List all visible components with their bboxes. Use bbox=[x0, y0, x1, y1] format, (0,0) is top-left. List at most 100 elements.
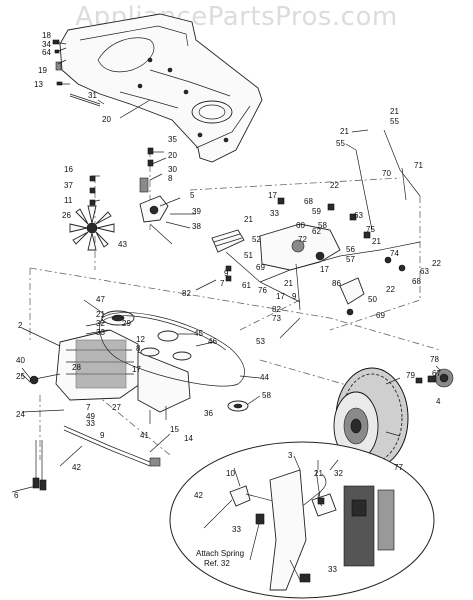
callout-16: 16 bbox=[64, 165, 73, 174]
callout-numbers: 18 34 64 19 13 31 20 35 20 30 8 16 37 11… bbox=[14, 31, 441, 574]
callout-22b: 22 bbox=[432, 259, 441, 268]
callout-37: 37 bbox=[64, 181, 73, 190]
callout-47: 47 bbox=[96, 295, 105, 304]
callout-9: 9 bbox=[292, 292, 297, 301]
callout-56: 56 bbox=[346, 245, 355, 254]
callout-42: 42 bbox=[72, 463, 81, 472]
callout-35: 35 bbox=[168, 135, 177, 144]
callout-20: 20 bbox=[102, 115, 111, 124]
callout-14: 14 bbox=[184, 434, 193, 443]
callout-28: 28 bbox=[72, 363, 81, 372]
callout-82b: 82 bbox=[272, 305, 281, 314]
callout-19: 19 bbox=[38, 66, 47, 75]
shift-rod bbox=[32, 425, 161, 491]
inset-caption-line1: Attach Spring bbox=[196, 549, 244, 558]
callout-8b: 8 bbox=[136, 344, 141, 353]
callout-76: 76 bbox=[258, 286, 267, 295]
callout-8: 8 bbox=[168, 174, 173, 183]
callout-69b: 69 bbox=[376, 311, 385, 320]
callout-59: 59 bbox=[312, 207, 321, 216]
callout-51: 51 bbox=[244, 251, 253, 260]
transaxle bbox=[29, 329, 191, 424]
hub-parts bbox=[415, 368, 454, 388]
callout-55b: 55 bbox=[336, 139, 345, 148]
callout-22: 22 bbox=[330, 181, 339, 190]
callout-32: 32 bbox=[96, 319, 105, 328]
pedal-linkage-assembly bbox=[211, 129, 421, 316]
rear-wheel bbox=[333, 367, 409, 469]
callout-9b: 9 bbox=[100, 431, 105, 440]
callout-33e: 33 bbox=[328, 565, 337, 574]
fan-and-bracket bbox=[69, 147, 169, 251]
callout-39: 39 bbox=[192, 207, 201, 216]
callout-25: 25 bbox=[16, 372, 25, 381]
callout-6: 6 bbox=[14, 491, 19, 500]
callout-63b: 63 bbox=[420, 267, 429, 276]
callout-33c: 33 bbox=[86, 419, 95, 428]
callout-57: 57 bbox=[346, 255, 355, 264]
callout-67: 67 bbox=[432, 369, 441, 378]
leader-lines bbox=[11, 41, 441, 529]
callout-36: 36 bbox=[204, 409, 213, 418]
callout-13: 13 bbox=[34, 80, 43, 89]
callout-58: 58 bbox=[262, 391, 271, 400]
callout-78: 78 bbox=[430, 355, 439, 364]
callout-21e: 21 bbox=[390, 107, 399, 116]
callout-55: 55 bbox=[390, 117, 399, 126]
callout-21c: 21 bbox=[96, 310, 105, 319]
callout-33: 33 bbox=[270, 209, 279, 218]
callout-26: 26 bbox=[62, 211, 71, 220]
callout-33d: 33 bbox=[232, 525, 241, 534]
callout-24: 24 bbox=[16, 410, 25, 419]
callout-18: 18 bbox=[42, 31, 51, 40]
callout-17b: 17 bbox=[276, 292, 285, 301]
callout-50: 50 bbox=[368, 295, 377, 304]
callout-5: 5 bbox=[190, 191, 195, 200]
callout-3: 3 bbox=[288, 451, 293, 460]
callout-21d: 21 bbox=[314, 469, 323, 478]
callout-74: 74 bbox=[390, 249, 399, 258]
callout-12: 12 bbox=[136, 335, 145, 344]
callout-2: 2 bbox=[18, 321, 23, 330]
callout-15: 15 bbox=[170, 425, 179, 434]
callout-68b: 68 bbox=[412, 277, 421, 286]
callout-63: 63 bbox=[354, 211, 363, 220]
callout-10: 10 bbox=[226, 469, 235, 478]
callout-73: 73 bbox=[272, 314, 281, 323]
callout-70: 70 bbox=[382, 169, 391, 178]
callout-53: 53 bbox=[256, 337, 265, 346]
callout-43: 43 bbox=[118, 240, 127, 249]
callout-82: 82 bbox=[182, 289, 191, 298]
callout-17c: 17 bbox=[132, 365, 141, 374]
callout-17: 17 bbox=[268, 191, 277, 200]
callout-38: 38 bbox=[192, 222, 201, 231]
callout-9c: 9 bbox=[224, 269, 229, 278]
callout-49: 49 bbox=[86, 412, 95, 421]
main-frame bbox=[59, 13, 263, 163]
callout-22c: 22 bbox=[386, 285, 395, 294]
callout-52: 52 bbox=[252, 235, 261, 244]
callout-44: 44 bbox=[260, 373, 269, 382]
callout-21: 21 bbox=[244, 215, 253, 224]
callout-21b: 21 bbox=[284, 279, 293, 288]
callout-72: 72 bbox=[298, 235, 307, 244]
callout-60: 60 bbox=[296, 221, 305, 230]
callout-79: 79 bbox=[406, 371, 415, 380]
callout-69: 69 bbox=[256, 263, 265, 272]
pulleys-and-belt bbox=[99, 310, 249, 412]
callout-77: 77 bbox=[394, 463, 403, 472]
callout-21g: 21 bbox=[372, 237, 381, 246]
callout-58b: 58 bbox=[318, 221, 327, 230]
callout-40: 40 bbox=[16, 356, 25, 365]
callout-45: 45 bbox=[194, 329, 203, 338]
callout-7b: 7 bbox=[220, 279, 225, 288]
callout-42b: 42 bbox=[194, 491, 203, 500]
callout-71: 71 bbox=[414, 161, 423, 170]
callout-11: 11 bbox=[64, 196, 73, 205]
callout-62: 62 bbox=[312, 227, 321, 236]
callout-32b: 32 bbox=[334, 469, 343, 478]
callout-41: 41 bbox=[140, 431, 149, 440]
callout-30: 30 bbox=[168, 165, 177, 174]
